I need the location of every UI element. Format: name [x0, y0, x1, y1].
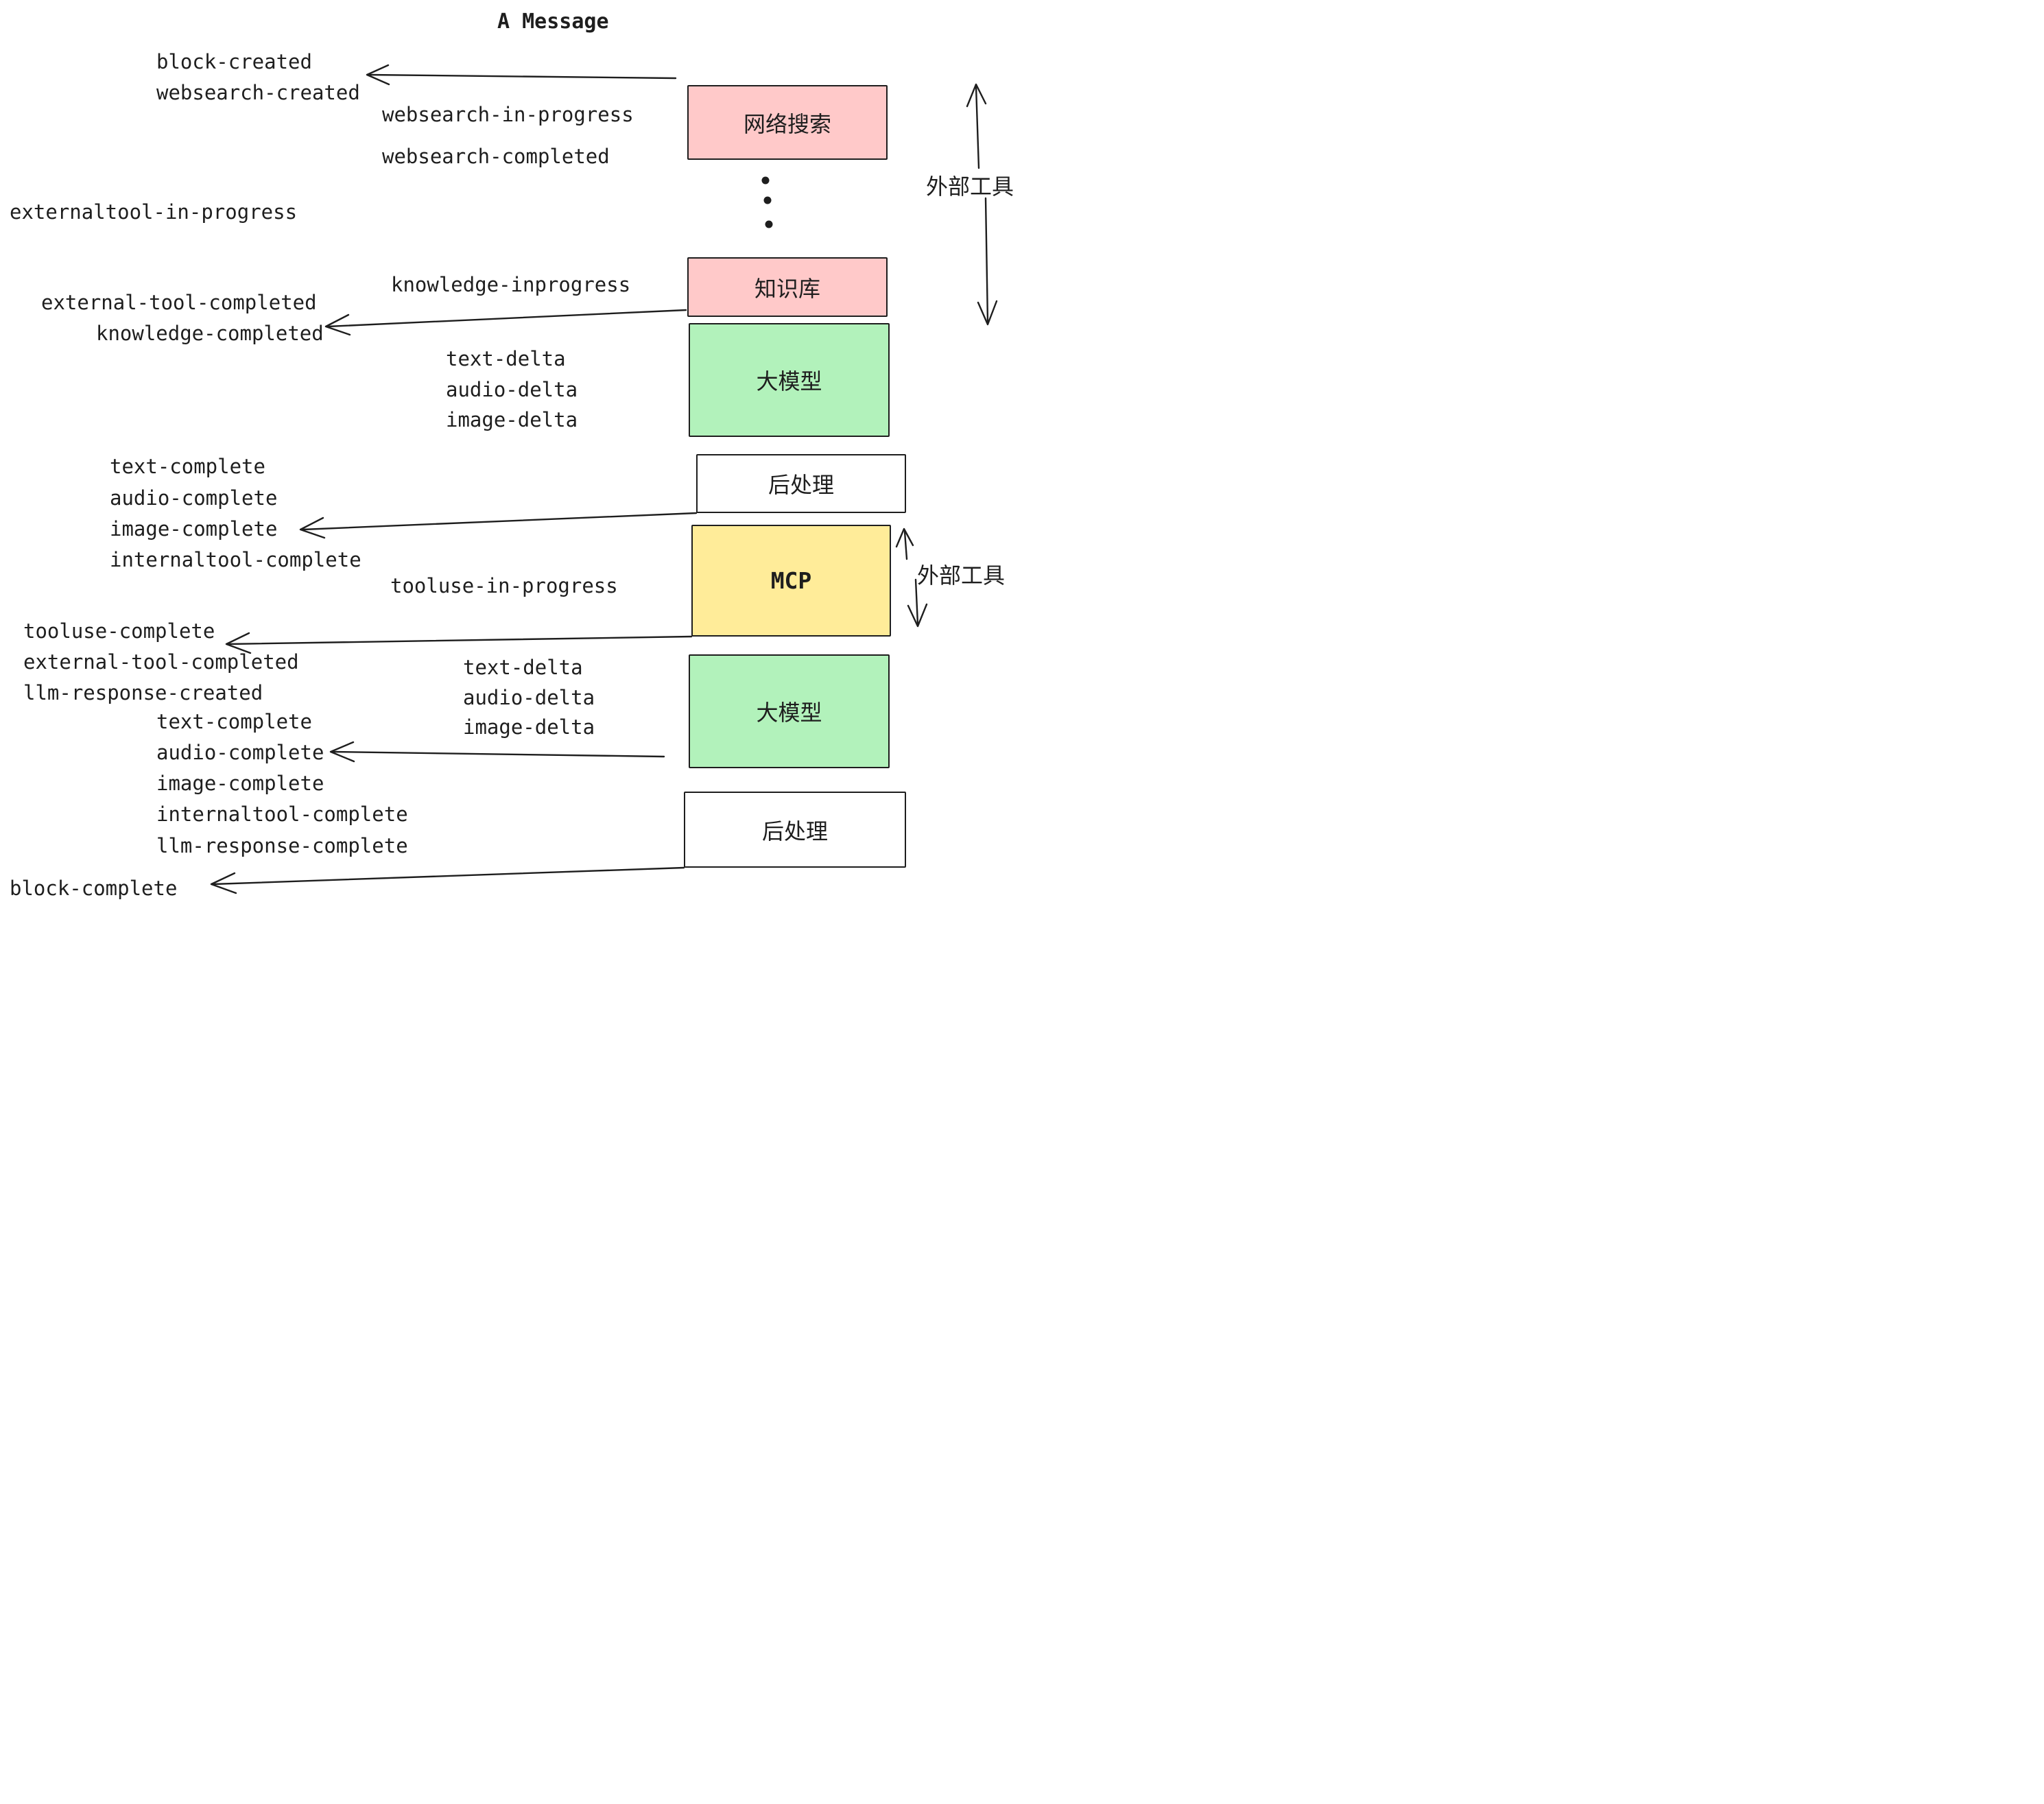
arrow-knowledge-completed [324, 309, 687, 336]
arrow-block-created [366, 64, 677, 86]
box-mcp: MCP [691, 525, 891, 637]
event-text-complete: text-complete [110, 455, 265, 478]
box-llm-2: 大模型 [689, 654, 890, 768]
box-knowledge-base: 知识库 [687, 257, 888, 317]
event-block-complete: block-complete [10, 877, 178, 900]
event-text-complete-2: text-complete [156, 710, 312, 733]
arrow-external-tools-down [977, 197, 998, 326]
box-post-process-2: 后处理 [684, 792, 906, 868]
diagram: A Message block-created websearch-create… [0, 0, 1022, 902]
event-audio-delta: audio-delta [446, 378, 578, 401]
event-externaltool-in-progress: externaltool-in-progress [10, 200, 298, 224]
box-llm-1-label: 大模型 [756, 368, 822, 394]
box-web-search-label: 网络搜索 [743, 110, 831, 137]
event-text-delta-2: text-delta [463, 656, 583, 679]
arrow-audio-complete [329, 741, 665, 763]
box-llm-2-label: 大模型 [756, 700, 822, 726]
arrow-external-tools-up [966, 83, 987, 169]
event-image-delta: image-delta [446, 408, 578, 431]
vertical-ellipsis-icon [761, 176, 773, 228]
box-knowledge-base-label: 知识库 [754, 275, 820, 302]
event-tooluse-complete: tooluse-complete [23, 619, 215, 643]
event-image-delta-2: image-delta [463, 715, 595, 739]
box-post-process-1: 后处理 [696, 454, 906, 513]
event-audio-complete: audio-complete [110, 486, 278, 510]
event-knowledge-completed: knowledge-completed [96, 322, 324, 345]
event-text-delta: text-delta [446, 347, 566, 370]
event-external-tool-completed: external-tool-completed [41, 291, 317, 314]
event-internaltool-complete-2: internaltool-complete [156, 803, 408, 826]
arrow-block-complete [210, 866, 685, 894]
diagram-title: A Message [497, 10, 609, 34]
event-image-complete-2: image-complete [156, 772, 324, 795]
diagram-canvas: { "title": "A Message", "colors": { "ink… [0, 0, 1022, 902]
event-websearch-in-progress: websearch-in-progress [382, 103, 634, 126]
event-llm-response-complete: llm-response-complete [156, 834, 408, 857]
box-mcp-label: MCP [770, 567, 812, 594]
event-audio-complete-2: audio-complete [156, 741, 324, 764]
arrow-image-complete [299, 512, 698, 539]
event-websearch-completed: websearch-completed [382, 145, 610, 168]
box-post-process-2-label: 后处理 [761, 818, 828, 844]
arrow-mcp-up [895, 527, 914, 560]
side-label-external-tools-top: 外部工具 [926, 174, 1014, 200]
event-tooluse-in-progress: tooluse-in-progress [390, 574, 618, 597]
event-internaltool-complete: internaltool-complete [110, 548, 361, 571]
event-external-tool-completed-2: external-tool-completed [23, 650, 299, 674]
box-post-process-1-label: 后处理 [768, 472, 834, 498]
box-llm-1: 大模型 [689, 323, 890, 437]
side-label-external-tools-bottom: 外部工具 [917, 562, 1006, 589]
event-audio-delta-2: audio-delta [463, 686, 595, 709]
event-block-created: block-created [156, 50, 312, 73]
event-image-complete: image-complete [110, 517, 278, 541]
event-knowledge-inprogress: knowledge-inprogress [391, 273, 631, 296]
box-web-search: 网络搜索 [687, 85, 888, 160]
event-llm-response-created: llm-response-created [23, 681, 263, 704]
event-websearch-created: websearch-created [156, 81, 360, 104]
